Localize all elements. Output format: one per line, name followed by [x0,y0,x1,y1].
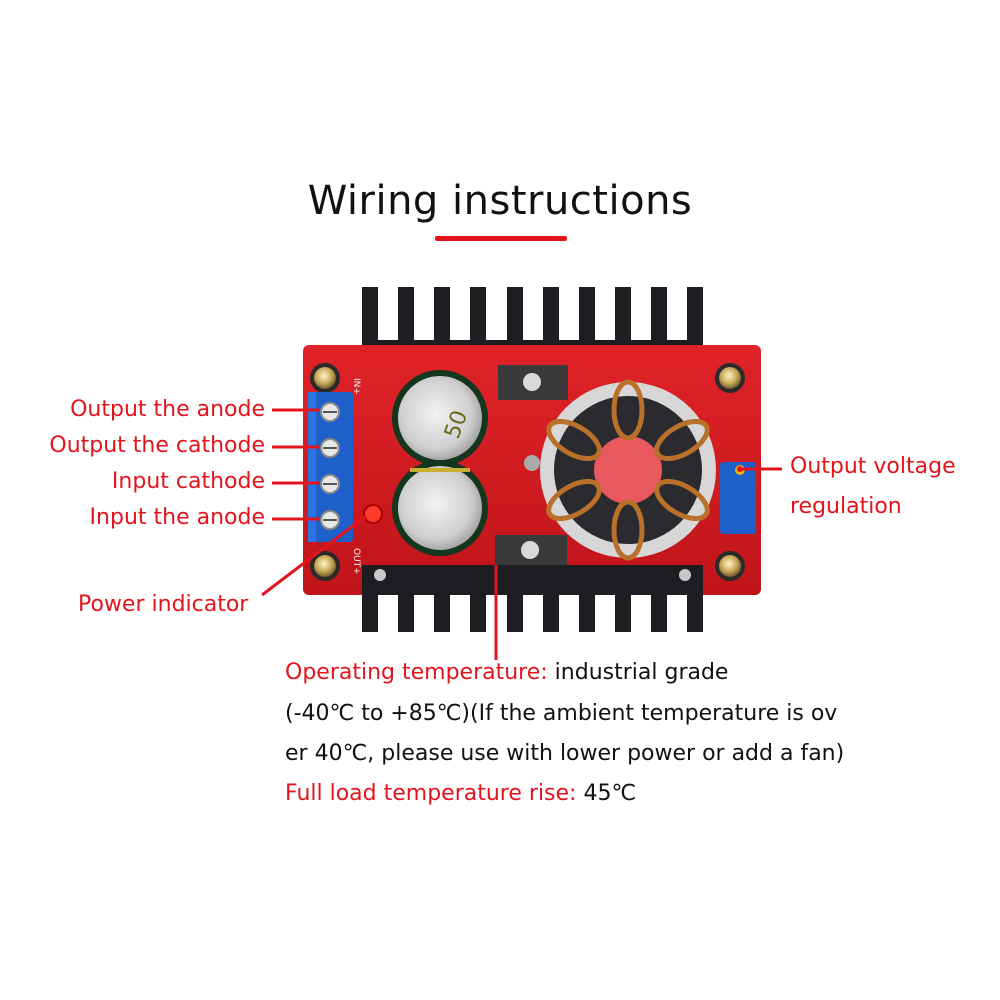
ambient-note-line: er 40℃, please use with lower power or a… [285,741,845,766]
capacitors: 50 [392,370,488,556]
label-output-cathode: Output the cathode [49,433,265,458]
terminal-block [308,392,353,542]
title-underline [435,236,567,241]
bottom-heatsink [362,565,703,632]
label-power-indicator: Power indicator [78,592,249,617]
out-plus-mark: OUT+ [351,548,361,575]
label-input-cathode: Input cathode [111,469,265,494]
temperature-range-line: (-40℃ to +85℃)(If the ambient temperatur… [285,701,838,726]
operating-temperature-line: Operating temperature: industrial grade [285,662,728,684]
label-input-anode: Input the anode [89,505,265,530]
temperature-rise-line: Full load temperature rise: 45℃ [285,783,636,805]
label-output-anode: Output the anode [70,397,265,422]
toroid-inductor [524,379,716,561]
pointer-lines [261,408,782,660]
potentiometer [720,462,756,534]
power-led [363,504,383,524]
operating-temperature-label: Operating temperature: [285,660,548,685]
label-output-voltage: Output voltage [790,454,956,479]
operating-temperature-value: industrial grade [547,660,729,685]
page-title: Wiring instructions [307,178,693,224]
label-regulation: regulation [790,494,902,519]
in-plus-mark: IN+ [351,378,361,395]
mounting-screws [310,363,745,581]
temperature-rise-value: 45℃ [576,781,637,806]
temperature-rise-label: Full load temperature rise: [285,781,577,806]
